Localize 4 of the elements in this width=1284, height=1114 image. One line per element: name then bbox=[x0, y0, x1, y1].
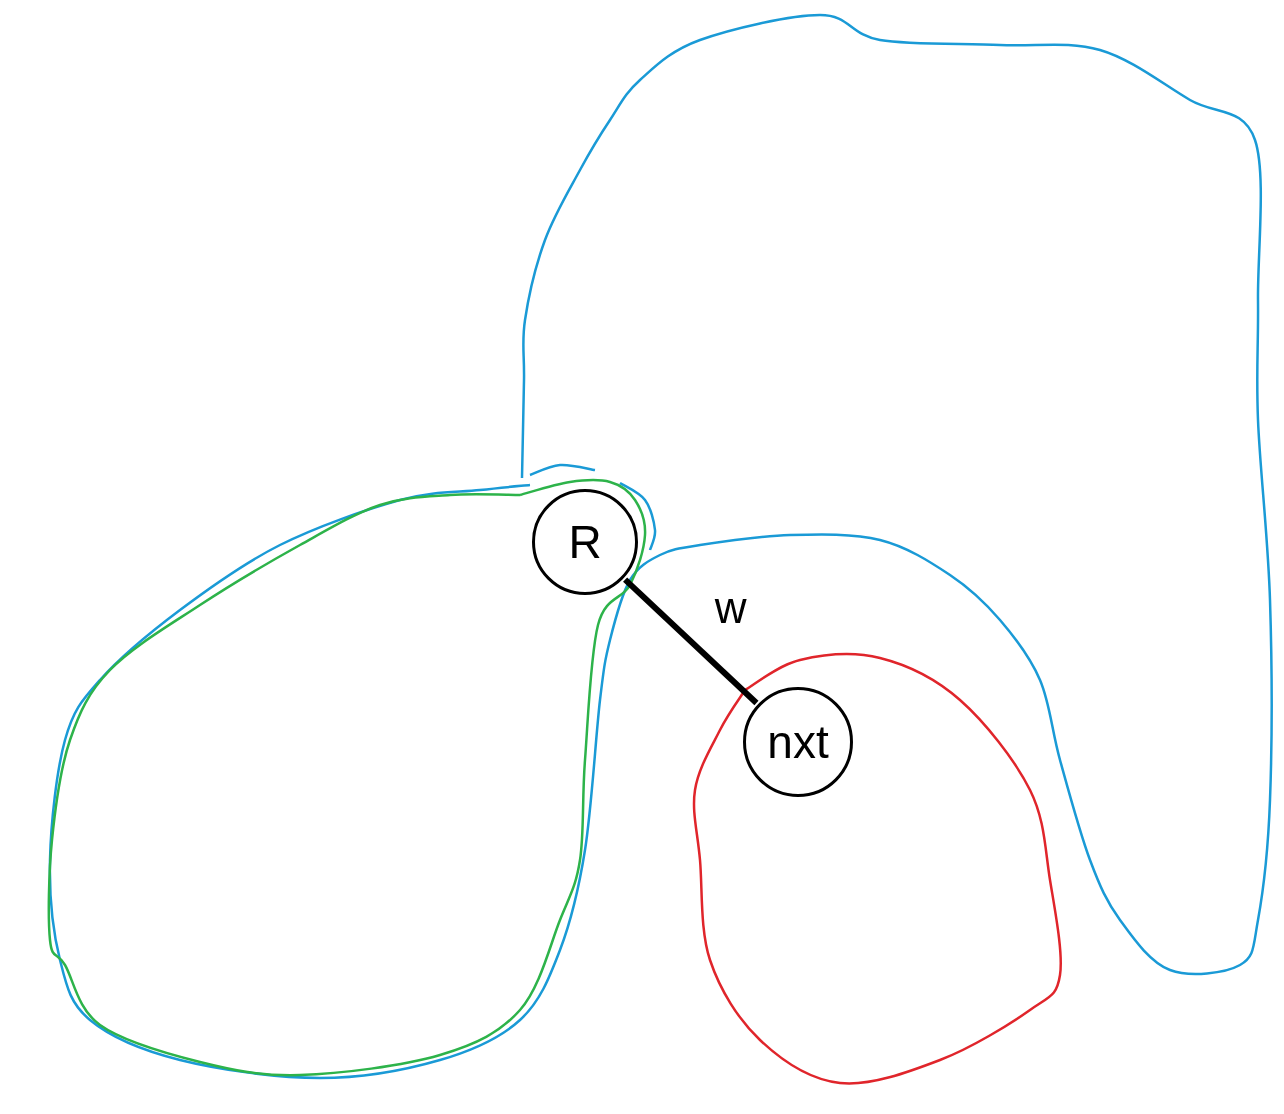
node-label: R bbox=[568, 515, 602, 569]
node-circle bbox=[532, 489, 638, 595]
connector-line bbox=[623, 577, 759, 706]
node-label: nxt bbox=[767, 715, 829, 769]
